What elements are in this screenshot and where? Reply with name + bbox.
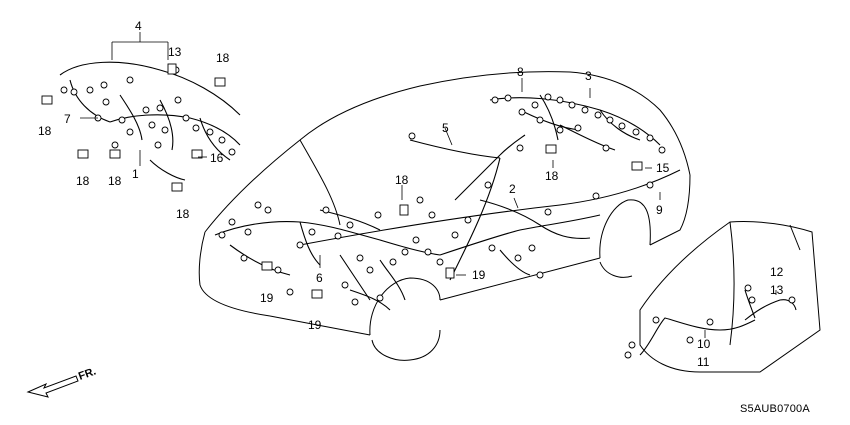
- callout-17: 16: [210, 151, 224, 165]
- rear-harness: [489, 94, 661, 151]
- leader-lines: [80, 78, 777, 338]
- callout-10: 10: [697, 337, 711, 351]
- callout-6: 6: [316, 271, 323, 285]
- callout-15: 13: [168, 45, 182, 59]
- callout-4: 4: [135, 19, 142, 33]
- callout-19-b: 19: [260, 291, 274, 305]
- callout-5: 5: [442, 121, 449, 135]
- door-panel-outline: [639, 221, 821, 373]
- callout-9: 9: [656, 203, 663, 217]
- callout-2: 2: [509, 182, 516, 196]
- dash-harness: [59, 32, 241, 181]
- callout-11: 11: [697, 355, 710, 369]
- callout-18-b: 18: [38, 124, 52, 138]
- diagram-code: S5AUB0700A: [740, 403, 810, 415]
- callout-18-c: 18: [76, 174, 90, 188]
- callout-12: 12: [770, 265, 784, 279]
- callout-16: 15: [656, 161, 670, 175]
- callout-7: 7: [64, 112, 71, 126]
- callout-18-g: 18: [395, 173, 409, 187]
- callout-18-e: 18: [176, 207, 190, 221]
- callout-19-a: 19: [472, 268, 486, 282]
- callout-18-d: 18: [108, 174, 122, 188]
- connectors: [60, 66, 796, 359]
- callout-19-c: 19: [308, 318, 322, 332]
- callout-1: 1: [132, 167, 139, 181]
- fr-arrow-icon: [26, 375, 79, 398]
- roof-harness: [409, 139, 501, 281]
- callout-18-a: 18: [216, 51, 230, 65]
- car-body-outline: [198, 71, 691, 361]
- callout-3: 3: [585, 69, 592, 83]
- floor-harness: [439, 134, 601, 276]
- callout-numbers: 4 13 18 7 18 16 1 18 18 18 8 3 5 2 18 18…: [38, 19, 784, 369]
- callout-18-f: 18: [545, 169, 559, 183]
- fr-label: FR.: [77, 365, 98, 382]
- front-harness: [214, 209, 441, 311]
- callout-13: 13: [770, 283, 784, 297]
- front-direction-arrow: FR.: [26, 365, 98, 398]
- callout-8: 8: [517, 65, 524, 79]
- fasteners: [41, 63, 643, 299]
- door-harness: [639, 289, 797, 356]
